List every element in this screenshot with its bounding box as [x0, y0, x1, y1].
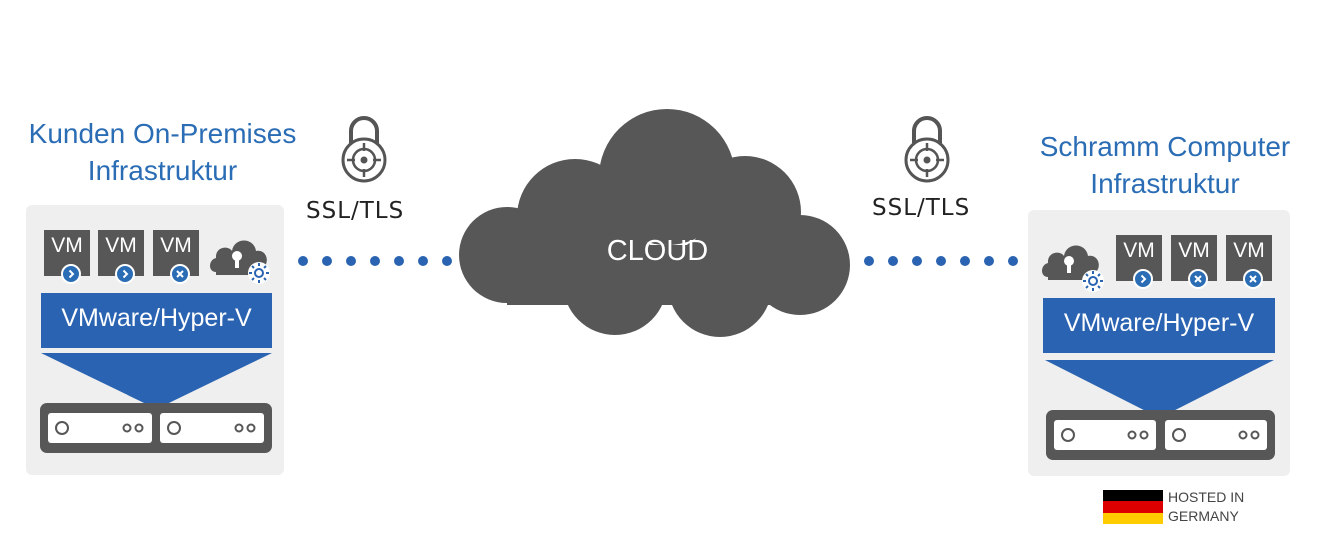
arrow-badge-icon	[1133, 269, 1153, 289]
connection-dot	[888, 256, 898, 266]
connection-dot	[912, 256, 922, 266]
left-title: Kunden On-Premises Infrastruktur	[0, 115, 325, 189]
connection-dot	[418, 256, 428, 266]
connection-dot	[960, 256, 970, 266]
x-badge-icon	[1188, 269, 1208, 289]
cloud-lock-icon	[1042, 245, 1099, 281]
vm-label: VM	[160, 234, 192, 257]
connection-dot	[298, 256, 308, 266]
hosted-line2: GERMANY	[1168, 508, 1239, 524]
server-icon	[40, 403, 272, 453]
hosted-line1: HOSTED IN	[1168, 489, 1245, 505]
cloud-shape	[459, 109, 850, 337]
arrow-badge-icon	[115, 264, 135, 284]
connection-dot	[394, 256, 404, 266]
vm-label: VM	[105, 234, 137, 257]
connection-dot	[1008, 256, 1018, 266]
left-title-line2: Infrastruktur	[87, 155, 238, 186]
hypervisor-funnel	[41, 353, 272, 409]
server-drive	[160, 413, 264, 443]
right-title-line1: Schramm Computer	[1039, 131, 1291, 162]
vm-label: VM	[1178, 239, 1210, 262]
hypervisor-funnel	[1045, 360, 1274, 418]
vm-box: VM	[1116, 235, 1162, 289]
gear-icon	[1082, 270, 1104, 292]
vm-label: VM	[1233, 239, 1265, 262]
connection-dot	[984, 256, 994, 266]
hypervisor-bar: VMware/Hyper-V	[1043, 298, 1275, 353]
ssl-tls-label: SSL/TLS	[306, 198, 405, 224]
server-icon	[1046, 410, 1275, 460]
vm-label: VM	[51, 234, 83, 257]
connection-dot	[936, 256, 946, 266]
right-title: Schramm Computer Infrastruktur	[1010, 128, 1320, 202]
connection-dot	[442, 256, 452, 266]
right-infrastructure-panel: VM VM VM VMware/Hyper-V	[1028, 210, 1290, 476]
vm-box: VM	[98, 230, 144, 284]
x-badge-icon	[170, 264, 190, 284]
left-infrastructure-panel: VM VM VM VMware/Hyper-V	[26, 205, 284, 475]
connection-dot	[370, 256, 380, 266]
connection-dots	[864, 256, 1018, 266]
ssl-tls-label: SSL/TLS	[872, 195, 971, 221]
server-drive	[1054, 420, 1156, 450]
arrow-badge-icon	[61, 264, 81, 284]
left-title-line1: Kunden On-Premises	[28, 118, 297, 149]
vm-box: VM	[1226, 235, 1272, 289]
connection-dot	[346, 256, 356, 266]
server-drive	[1165, 420, 1267, 450]
right-title-line2: Infrastruktur	[1090, 168, 1240, 199]
gear-icon	[248, 262, 270, 284]
cloud-label: CLOUD	[606, 235, 709, 267]
german-flag-icon	[1103, 490, 1163, 524]
hypervisor-bar: VMware/Hyper-V	[41, 293, 272, 348]
vm-label: VM	[1123, 239, 1155, 262]
hosted-in-germany-label: HOSTED IN GERMANY	[1168, 488, 1244, 526]
server-drive	[48, 413, 152, 443]
connection-dots	[298, 256, 466, 266]
x-badge-icon	[1243, 269, 1263, 289]
connection-dot	[322, 256, 332, 266]
connection-dot	[864, 256, 874, 266]
vm-box: VM	[44, 230, 90, 284]
vm-box: VM	[1171, 235, 1217, 289]
padlock-target-icon	[904, 116, 950, 183]
padlock-target-icon	[341, 116, 387, 183]
vm-box: VM	[153, 230, 199, 284]
